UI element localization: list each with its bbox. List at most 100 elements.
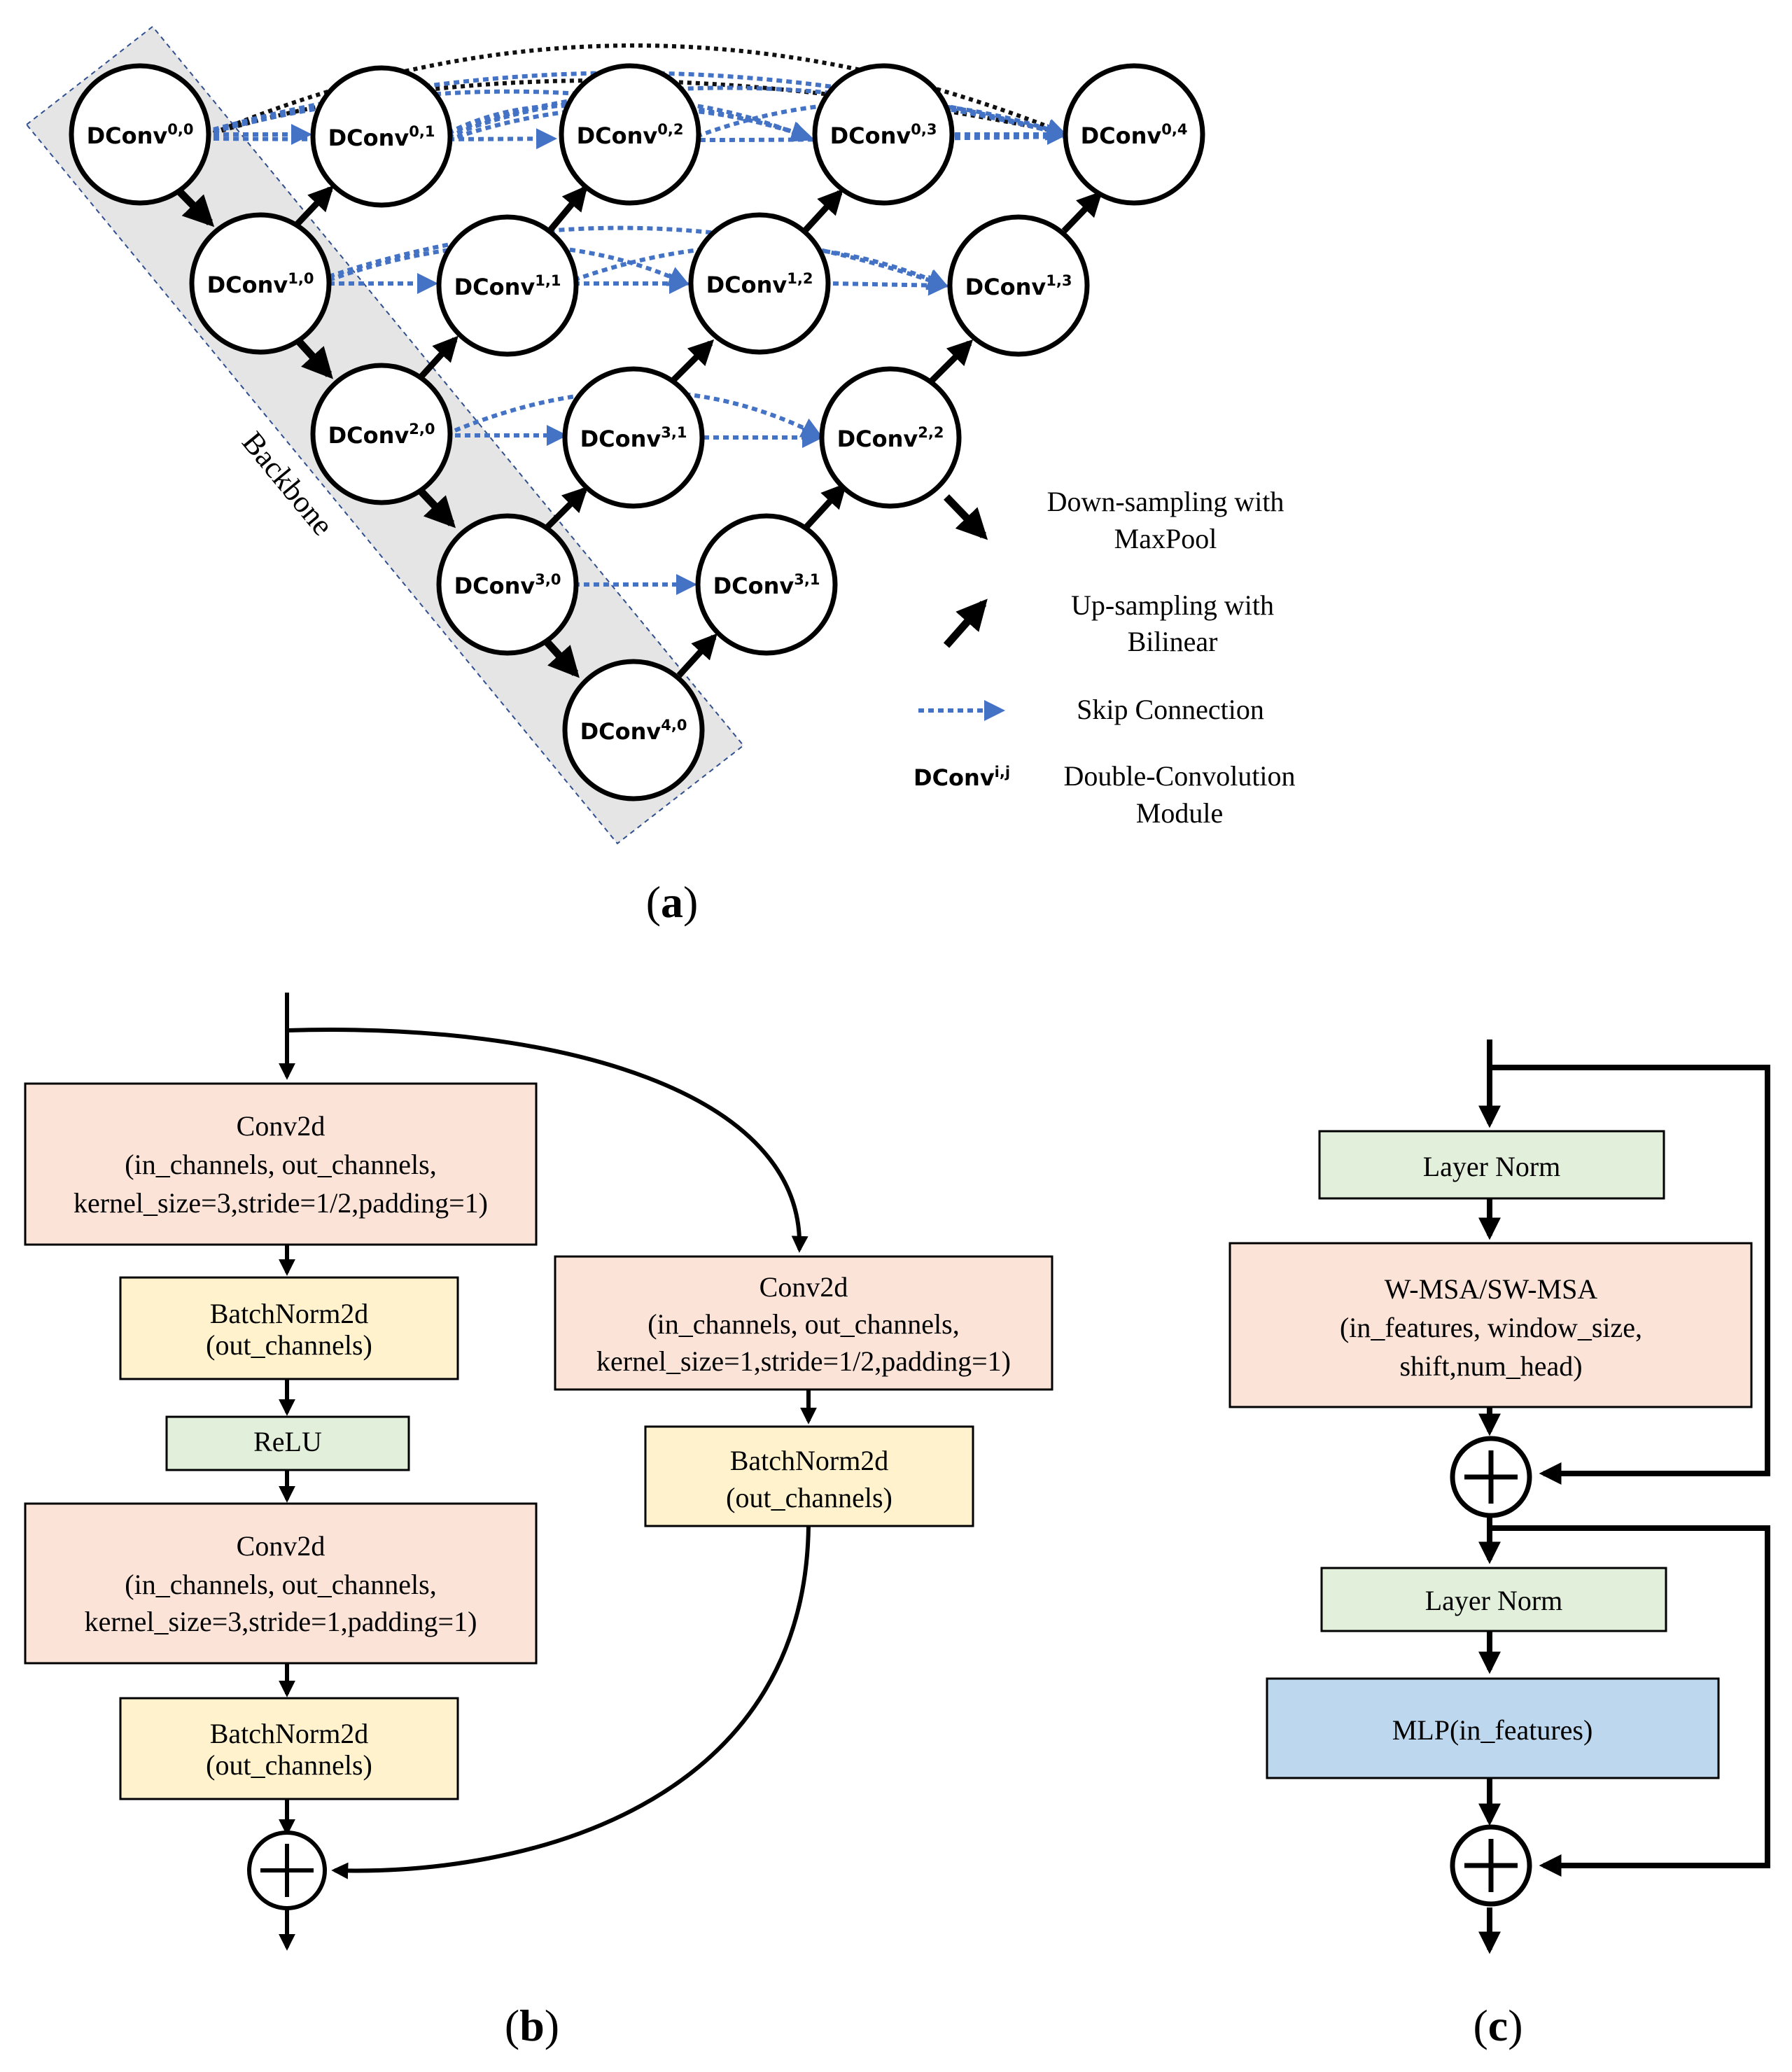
batchnorm-block-1: BatchNorm2d (out_channels) xyxy=(119,1276,459,1380)
add-node-b xyxy=(247,1830,327,1910)
dconv-node-0-2: DConv0,2 xyxy=(559,63,701,206)
svg-text:DConv1,3: DConv1,3 xyxy=(965,272,1072,300)
dconv-node-3-1: DConv3,1 xyxy=(695,513,838,656)
conv2d-block-1: Conv2d (in_channels, out_channels, kerne… xyxy=(24,1082,538,1246)
legend-down-arrow xyxy=(944,494,988,540)
dconv-node-0-3: DConv0,3 xyxy=(812,63,955,206)
skip-connection xyxy=(454,389,823,438)
svg-text:BatchNorm2d: BatchNorm2d xyxy=(730,1445,889,1476)
dconv-node-0-4: DConv0,4 xyxy=(1063,63,1205,206)
svg-text:(out_channels): (out_channels) xyxy=(206,1329,372,1361)
dconv-node-1-2: DConv1,2 xyxy=(688,212,831,355)
msa-block: W-MSA/SW-MSA (in_features, window_size, … xyxy=(1228,1242,1753,1408)
svg-text:DConv0,3: DConv0,3 xyxy=(830,121,937,149)
svg-text:DConv1,0: DConv1,0 xyxy=(207,270,314,298)
skip-connection xyxy=(695,100,1068,139)
legend-up-line2: Bilinear xyxy=(1128,626,1218,657)
svg-text:(in_channels, out_channels,: (in_channels, out_channels, xyxy=(125,1149,436,1180)
skip-connection xyxy=(447,104,701,139)
svg-text:DConv1,2: DConv1,2 xyxy=(706,270,813,298)
svg-text:DConv0,4: DConv0,4 xyxy=(1081,121,1188,149)
svg-text:W-MSA/SW-MSA: W-MSA/SW-MSA xyxy=(1385,1273,1598,1305)
add-node-c-1 xyxy=(1450,1436,1532,1518)
up-arrow xyxy=(669,339,715,384)
legend-skip-label: Skip Connection xyxy=(1077,694,1264,725)
svg-text:kernel_size=3,stride=1,padding: kernel_size=3,stride=1,padding=1) xyxy=(85,1606,477,1637)
panel-a: Backbone xyxy=(25,25,1296,927)
svg-text:DConv3,1: DConv3,1 xyxy=(713,571,820,599)
svg-text:Conv2d: Conv2d xyxy=(237,1110,326,1142)
svg-text:DConv0,1: DConv0,1 xyxy=(328,123,435,151)
dconv-node-4-0: DConv4,0 xyxy=(562,659,705,802)
svg-text:DConv0,2: DConv0,2 xyxy=(577,121,684,149)
svg-text:(in_channels, out_channels,: (in_channels, out_channels, xyxy=(125,1569,436,1600)
legend-module-line1: Double-Convolution xyxy=(1063,760,1295,792)
up-arrow xyxy=(417,335,458,381)
up-arrow xyxy=(928,339,974,384)
dconv-node-2-0: DConv2,0 xyxy=(310,363,453,505)
dconv-node-3-0: DConv3,0 xyxy=(436,513,579,656)
mlp-block: MLP(in_features) xyxy=(1266,1677,1720,1779)
skip-connection xyxy=(213,89,813,142)
svg-text:BatchNorm2d: BatchNorm2d xyxy=(210,1298,369,1329)
dconv-node-2-1: DConv3,1 xyxy=(562,366,705,509)
skip-connection xyxy=(573,244,949,289)
dconv-node-1-1: DConv1,1 xyxy=(436,214,579,357)
svg-text:DConv3,0: DConv3,0 xyxy=(454,571,561,599)
svg-text:DConv1,1: DConv1,1 xyxy=(454,272,561,300)
up-arrow xyxy=(799,188,844,237)
svg-text:DConv0,0: DConv0,0 xyxy=(87,121,194,149)
dconv-node-0-0: DConv0,0 xyxy=(69,63,211,206)
legend-module-line2: Module xyxy=(1136,797,1223,829)
legend-up-line1: Up-sampling with xyxy=(1071,589,1274,621)
svg-text:DConv2,0: DConv2,0 xyxy=(328,421,435,449)
skip-connection xyxy=(832,274,949,296)
skip-connection xyxy=(328,225,949,290)
up-arrow xyxy=(802,482,847,531)
conv2d-block-2: Conv2d (in_channels, out_channels, kerne… xyxy=(24,1502,538,1665)
svg-text:DConv4,0: DConv4,0 xyxy=(580,717,687,745)
batchnorm-block-2: BatchNorm2d (out_channels) xyxy=(119,1697,459,1800)
svg-text:kernel_size=3,stride=1/2,paddi: kernel_size=3,stride=1/2,padding=1) xyxy=(74,1187,488,1219)
svg-text:Conv2d: Conv2d xyxy=(760,1271,848,1303)
down-arrow xyxy=(413,484,456,528)
up-arrow xyxy=(543,486,589,531)
dconv-node-1-0: DConv1,0 xyxy=(189,212,332,355)
layer-norm-block-2: Layer Norm xyxy=(1320,1567,1667,1632)
relu-block: ReLU xyxy=(165,1415,410,1471)
up-arrow xyxy=(1061,190,1102,234)
up-sampling-arrows xyxy=(291,185,1102,678)
add-node-c-2 xyxy=(1450,1824,1532,1907)
svg-text:Conv2d: Conv2d xyxy=(237,1530,326,1562)
svg-text:kernel_size=1,stride=1/2,paddi: kernel_size=1,stride=1/2,padding=1) xyxy=(596,1345,1011,1377)
svg-text:DConv3,1: DConv3,1 xyxy=(580,424,687,452)
dconv-node-0-1: DConv0,1 xyxy=(310,65,453,208)
legend: Down-sampling with MaxPool Up-sampling w… xyxy=(913,486,1296,829)
layer-norm-block-1: Layer Norm xyxy=(1318,1130,1665,1200)
dconv-nodes: DConv0,0 DConv0,1 DConv0,2 DConv0,3 DCon… xyxy=(69,63,1205,802)
legend-up-arrow xyxy=(943,598,988,648)
conv2d-side-block: Conv2d (in_channels, out_channels, kerne… xyxy=(554,1255,1054,1391)
panel-c-label: (c) xyxy=(1473,2001,1522,2050)
up-arrow xyxy=(676,633,718,678)
svg-text:(in_channels, out_channels,: (in_channels, out_channels, xyxy=(648,1308,959,1340)
svg-text:Layer Norm: Layer Norm xyxy=(1423,1151,1561,1182)
svg-text:Layer Norm: Layer Norm xyxy=(1425,1585,1563,1616)
panel-b-label: (b) xyxy=(505,2001,559,2050)
dconv-node-1-3: DConv1,3 xyxy=(947,214,1090,357)
legend-down-line1: Down-sampling with xyxy=(1047,486,1284,517)
up-arrow xyxy=(547,185,588,233)
dconv-node-2-2: DConv2,2 xyxy=(819,366,962,509)
svg-text:(out_channels): (out_channels) xyxy=(726,1482,892,1513)
batchnorm-side-block: BatchNorm2d (out_channels) xyxy=(644,1425,974,1527)
svg-text:BatchNorm2d: BatchNorm2d xyxy=(210,1718,369,1749)
skip-connection xyxy=(447,105,809,142)
down-arrow xyxy=(539,634,580,678)
legend-module-key: DConvi,j xyxy=(913,764,1010,791)
panel-a-label: (a) xyxy=(646,877,699,927)
panel-b: Conv2d (in_channels, out_channels, kerne… xyxy=(24,993,1054,2050)
svg-text:MLP(in_features): MLP(in_features) xyxy=(1392,1714,1593,1746)
panel-c: Layer Norm W-MSA/SW-MSA (in_features, wi… xyxy=(1228,1040,1770,2050)
svg-text:ReLU: ReLU xyxy=(253,1426,322,1457)
